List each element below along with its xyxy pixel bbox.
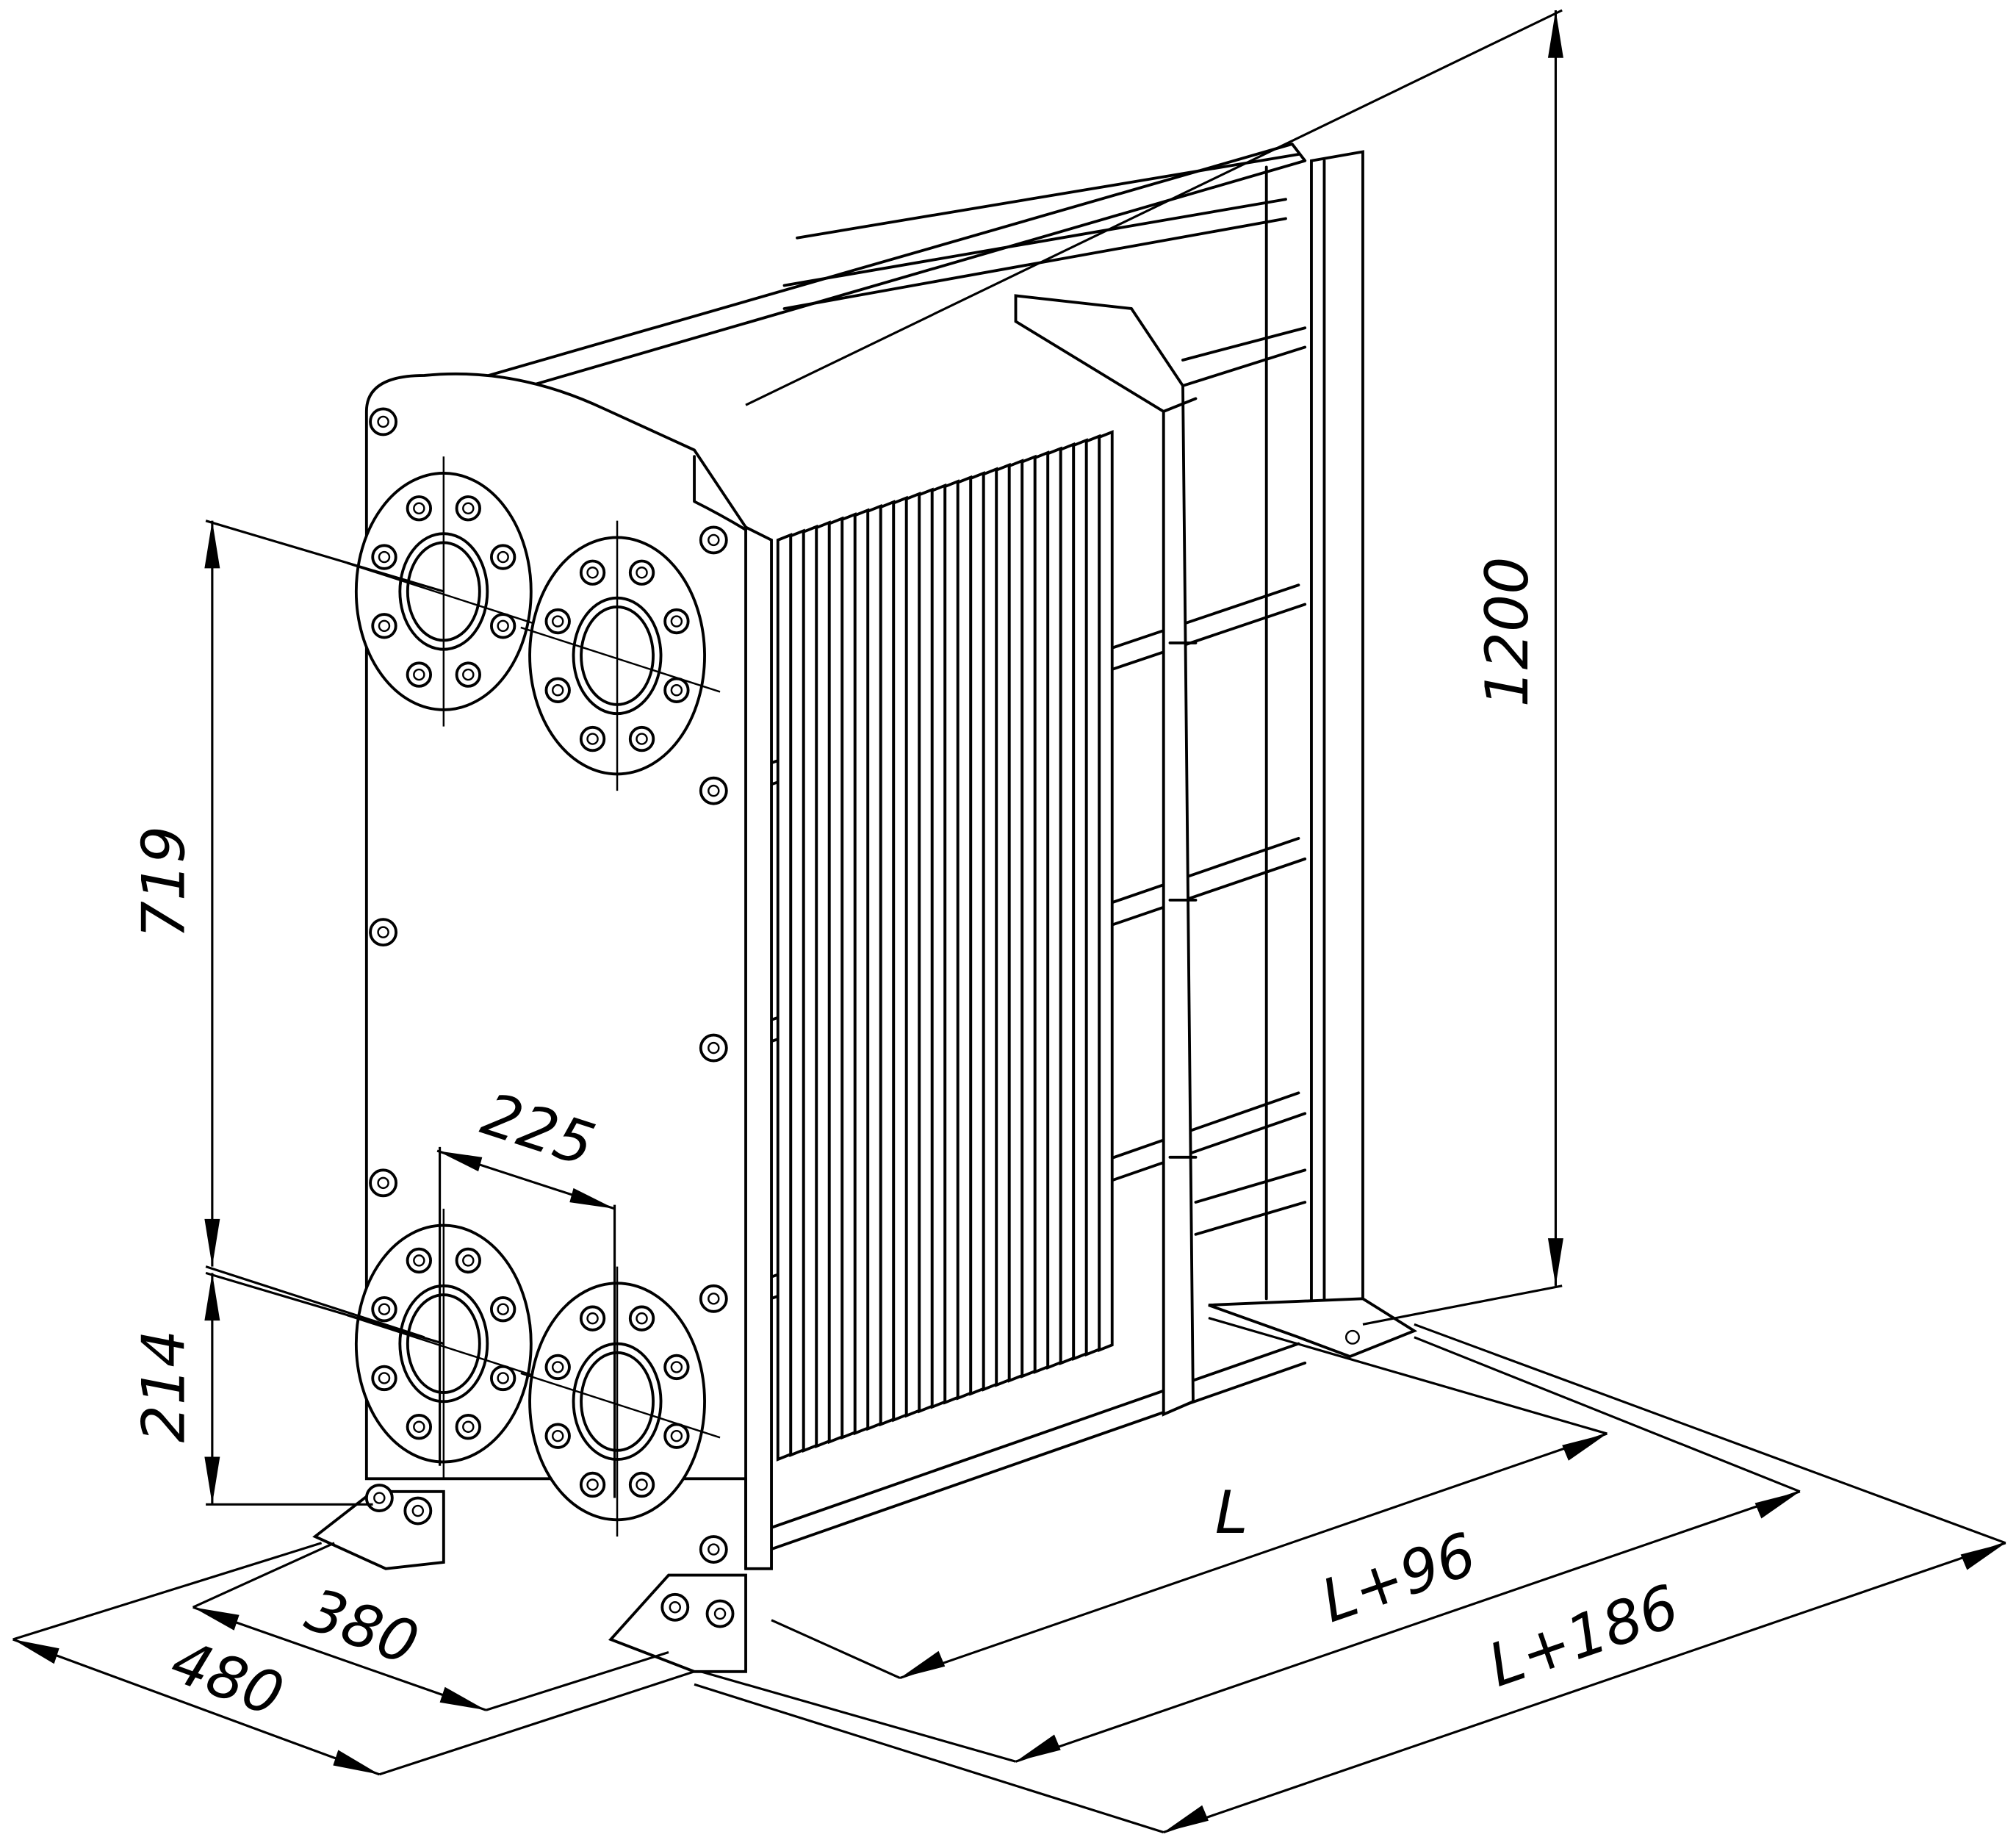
heat-plate: [1084, 434, 1101, 1357]
bolt-icon: [369, 407, 398, 436]
bolt-icon: [705, 1599, 735, 1628]
dim-label-214: 214: [129, 1330, 198, 1443]
bolt-icon: [489, 544, 516, 570]
heat-plate: [827, 516, 844, 1445]
bolt-icon: [406, 661, 433, 688]
dim-label-L: L: [1215, 1478, 1248, 1547]
bolt-icon: [579, 725, 606, 752]
heat-plate: [904, 492, 921, 1418]
bolt-icon: [455, 1414, 481, 1440]
heat-plate: [840, 512, 857, 1440]
bolt-icon: [403, 1496, 433, 1525]
bolt-icon: [628, 559, 655, 586]
bolt-icon: [628, 1305, 655, 1332]
bolt-icon: [455, 661, 481, 688]
dim-label-719: 719: [129, 826, 198, 939]
heat-plate: [1020, 454, 1037, 1379]
bolt-icon: [699, 1284, 728, 1313]
dim-label-480: 480: [162, 1626, 292, 1730]
bolt-icon: [544, 1423, 571, 1449]
bolt-icon: [663, 1354, 690, 1381]
heat-plate: [802, 524, 818, 1453]
bolt-icon: [579, 1305, 606, 1332]
heat-plate: [776, 533, 793, 1462]
heat-plate: [815, 520, 831, 1449]
bolt-icon: [544, 677, 571, 703]
dim-label-L-plus-96: L+96: [1313, 1519, 1485, 1636]
bolt-icon: [364, 1484, 394, 1512]
heat-plate: [995, 462, 1011, 1387]
heat-plate: [982, 467, 998, 1392]
bolt-icon: [628, 1471, 655, 1498]
dimension-719: 719: [129, 520, 444, 1339]
bolt-icon: [371, 544, 397, 570]
plate-pack: [776, 430, 1114, 1462]
bolt-icon: [369, 1168, 398, 1198]
heat-plate: [853, 508, 870, 1436]
heat-plate: [892, 495, 908, 1423]
heat-plate: [956, 475, 973, 1401]
bolt-icon: [699, 1535, 728, 1564]
bolt-icon: [544, 1354, 571, 1381]
dimension-L: L: [771, 1317, 1608, 1680]
bolt-icon: [371, 1296, 397, 1323]
dimension-214: 214: [129, 1271, 444, 1506]
bolt-icon: [699, 776, 728, 805]
pressure-plate: [1014, 294, 1198, 1417]
dim-label-380: 380: [298, 1575, 428, 1678]
bolt-icon: [406, 1414, 433, 1440]
bolt-icon: [699, 1033, 728, 1063]
bolt-icon: [369, 918, 398, 947]
bolt-icon: [489, 1296, 516, 1323]
heat-plate: [1007, 459, 1024, 1383]
dim-label-1200: 1200: [1472, 557, 1541, 708]
heat-plate: [1098, 430, 1114, 1353]
heat-plate: [789, 528, 805, 1457]
bolt-icon: [406, 1247, 433, 1274]
port-flange: [520, 1266, 721, 1537]
bolt-icon: [455, 1247, 481, 1274]
bolt-icon: [628, 725, 655, 752]
bolt-icon: [579, 1471, 606, 1498]
bolt-icon: [579, 559, 606, 586]
bolt-icon: [663, 677, 690, 703]
bolt-icon: [406, 495, 433, 522]
bolt-icon: [371, 1365, 397, 1392]
port-flange: [520, 520, 721, 791]
bolt-icon: [660, 1592, 690, 1622]
bolt-icon: [371, 613, 397, 639]
heat-plate: [879, 500, 896, 1427]
bolt-icon: [489, 1365, 516, 1392]
heat-plate: [943, 479, 960, 1405]
heat-plate: [930, 483, 947, 1409]
heat-plate: [1046, 446, 1062, 1370]
heat-plate: [918, 487, 934, 1414]
bolt-icon: [489, 613, 516, 639]
bolt-icon: [544, 608, 571, 635]
heat-plate: [1033, 450, 1050, 1374]
heat-plate: [866, 503, 882, 1431]
heat-plate: [969, 471, 985, 1396]
rear-support-column: [1208, 150, 1418, 1359]
top-guide-bar: [487, 143, 1307, 394]
bolt-icon: [455, 495, 481, 522]
heat-plate: [1072, 438, 1088, 1362]
heat-plate: [1059, 442, 1076, 1366]
dimension-1200: 1200: [745, 9, 1563, 1326]
bolt-icon: [699, 525, 728, 555]
bolt-icon: [663, 608, 690, 635]
bolt-icon: [663, 1423, 690, 1449]
